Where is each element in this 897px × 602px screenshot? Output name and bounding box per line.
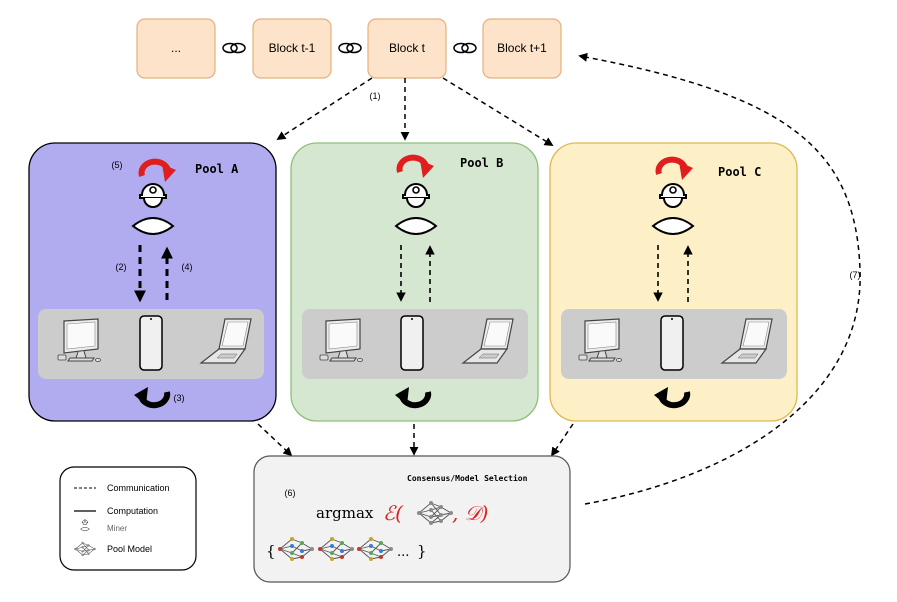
- legend-communication: Communication: [107, 483, 170, 493]
- set-ellipsis: ...: [397, 545, 409, 560]
- broadcast-arrows: (1): [276, 77, 554, 146]
- argmax-label: argmax: [316, 504, 374, 522]
- pool-a: Pool A (5) (2) (4) (3): [28, 142, 277, 422]
- set-close-brace: }: [417, 542, 427, 560]
- blockchain-row: ... Block t-1 Block t Block t+1: [136, 18, 562, 79]
- chain-link-icon: [338, 42, 362, 54]
- step-label-6: (6): [285, 488, 296, 498]
- consensus-title: Consensus/Model Selection: [407, 473, 528, 483]
- aggregation-arrows: [257, 423, 574, 457]
- arrow-pool-c-to-consensus: [550, 423, 574, 457]
- smartphone-icon: [660, 315, 684, 371]
- smartphone-icon: [139, 315, 163, 371]
- legend-miner: Miner: [107, 524, 127, 533]
- pool-c: Pool C: [549, 142, 798, 422]
- smartphone-icon: [400, 315, 424, 371]
- step-label-4: (4): [182, 262, 193, 272]
- feedback-arrow: (7): [578, 52, 861, 505]
- block-t: [367, 18, 447, 79]
- legend-pool-model: Pool Model: [107, 544, 152, 554]
- step-label-1: (1): [370, 91, 381, 101]
- block-t-plus-1: [482, 18, 562, 79]
- set-open-brace: {: [266, 542, 276, 560]
- chain-link-icon: [453, 42, 477, 54]
- chain-link-icon: [222, 42, 246, 54]
- legend-computation: Computation: [107, 506, 158, 516]
- step-label-7: (7): [850, 270, 861, 280]
- evaluation-function-symbol: ℰ(: [383, 501, 404, 525]
- step-label-2: (2): [116, 262, 127, 272]
- pool-b-title: Pool B: [460, 156, 503, 170]
- arrow-to-pool-a: [276, 77, 373, 140]
- block-previous: [136, 18, 216, 79]
- arrow-pool-a-to-consensus: [257, 423, 293, 457]
- consensus-box: Consensus/Model Selection (6) argmax ℰ( …: [253, 455, 571, 583]
- pool-b: Pool B: [290, 142, 539, 422]
- consensus-panel: [253, 455, 571, 583]
- legend: Communication Computation Miner Pool Mod…: [59, 466, 197, 571]
- step-label-3: (3): [174, 393, 185, 403]
- pool-a-title: Pool A: [195, 162, 239, 176]
- block-label-t-plus-1: Block t+1: [497, 41, 547, 55]
- legend-box: [59, 466, 197, 571]
- step-label-5: (5): [112, 160, 123, 170]
- pool-c-title: Pool C: [718, 165, 761, 179]
- block-label-t-minus-1: Block t-1: [269, 41, 316, 55]
- block-t-minus-1: [252, 18, 332, 79]
- arrow-consensus-to-next-block: [578, 52, 861, 505]
- dataset-symbol: , 𝒟): [452, 501, 488, 525]
- arrow-to-pool-c: [442, 77, 554, 146]
- block-label-t: Block t: [389, 41, 426, 55]
- block-label-previous: ...: [171, 41, 181, 55]
